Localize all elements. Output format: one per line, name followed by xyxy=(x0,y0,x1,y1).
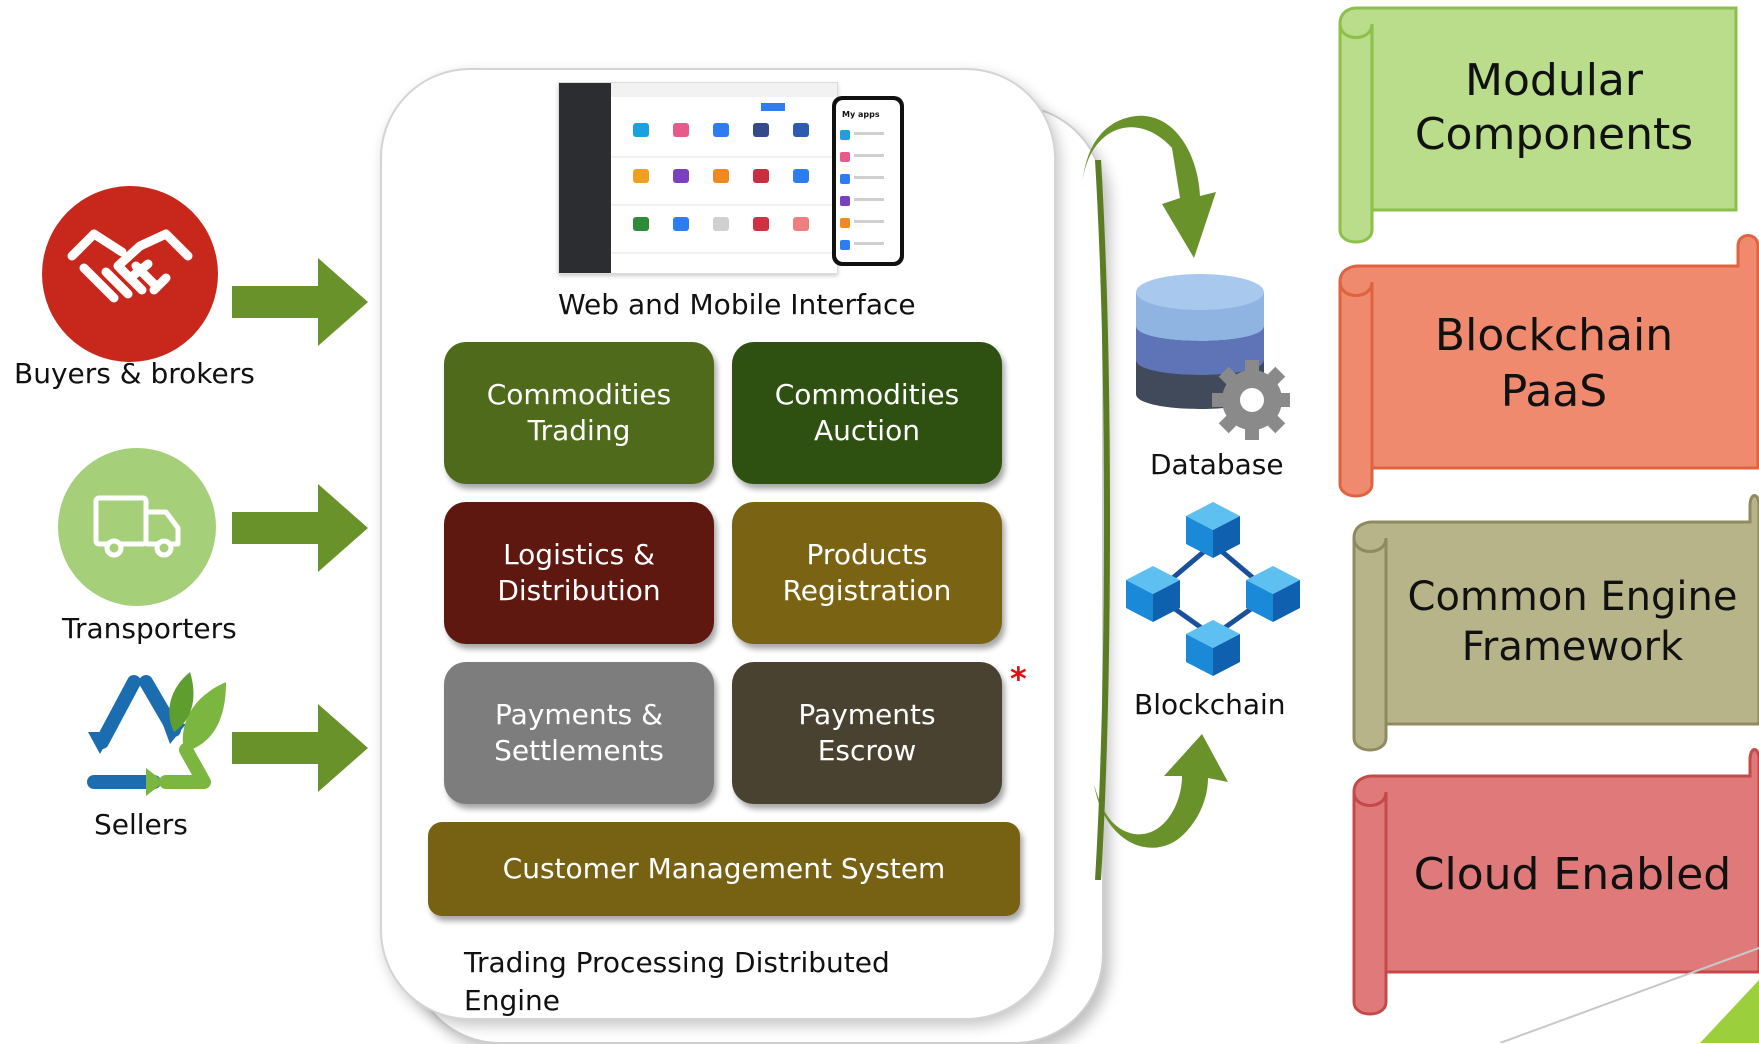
database-icon xyxy=(1136,274,1290,440)
database-label: Database xyxy=(1150,448,1284,481)
module-commodities-auction: Commodities Auction xyxy=(732,342,1002,484)
web-interface-screenshot xyxy=(558,82,838,274)
interface-label: Web and Mobile Interface xyxy=(558,288,916,321)
sellers-arrow xyxy=(232,704,368,792)
buyers-brokers-actor: Buyers & brokers xyxy=(0,180,260,395)
module-payments-escrow: Payments Escrow xyxy=(732,662,1002,804)
recycle-leaf-icon xyxy=(87,672,226,796)
module-commodities-trading: Commodities Trading xyxy=(444,342,714,484)
transporters-arrow xyxy=(232,484,368,572)
blockchain-paas-label: Blockchain PaaS xyxy=(1434,310,1674,417)
buyers-brokers-label: Buyers & brokers xyxy=(14,357,255,390)
handshake-icon xyxy=(42,186,218,362)
buyers-arrow xyxy=(232,258,368,346)
module-logistics-distribution: Logistics & Distribution xyxy=(444,502,714,644)
curved-arrow-to-blockchain xyxy=(1094,734,1228,848)
blockchain-icon xyxy=(1126,502,1300,676)
corner-decoration xyxy=(1500,947,1759,1043)
feature-modular-components: Modular Components xyxy=(1336,0,1759,246)
app-grid-image xyxy=(611,83,837,254)
truck-icon xyxy=(58,448,216,606)
customer-management-system: Customer Management System xyxy=(428,822,1020,916)
blockchain-label: Blockchain xyxy=(1134,688,1286,721)
screenshot-sidebar xyxy=(559,83,611,273)
module-payments-settlements: Payments & Settlements xyxy=(444,662,714,804)
escrow-asterisk: * xyxy=(1010,660,1027,698)
curved-arrow-to-database xyxy=(1082,115,1216,258)
common-engine-framework-label: Common Engine Framework xyxy=(1407,574,1738,670)
sellers-actor: Sellers xyxy=(0,660,260,841)
module-products-registration: Products Registration xyxy=(732,502,1002,644)
cloud-enabled-label: Cloud Enabled xyxy=(1413,849,1732,900)
modular-components-label: Modular Components xyxy=(1414,55,1694,160)
feature-cloud-enabled: Cloud Enabled xyxy=(1350,740,1759,1020)
engine-side-connector xyxy=(1095,160,1110,880)
phone-title: My apps xyxy=(842,110,880,119)
feature-blockchain-paas: Blockchain PaaS xyxy=(1336,228,1759,500)
transporters-actor: Transporters xyxy=(0,440,260,650)
feature-common-engine-framework: Common Engine Framework xyxy=(1350,486,1759,754)
sellers-label: Sellers xyxy=(94,808,188,841)
transporters-label: Transporters xyxy=(62,612,237,645)
engine-footer-label: Trading Processing Distributed Engine xyxy=(464,946,890,1017)
mobile-phone-image: My apps xyxy=(832,96,904,266)
